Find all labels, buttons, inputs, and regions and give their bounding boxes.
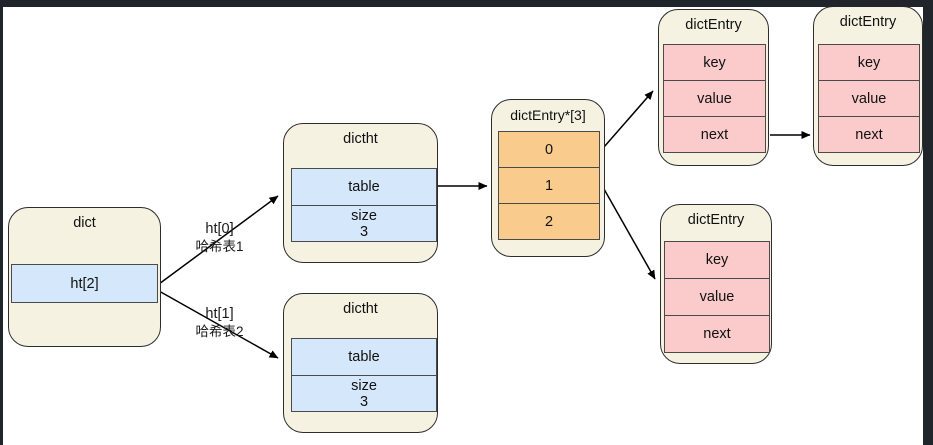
dictht-bottom-table-cell: table [291,338,437,376]
ht1-label-line1: ht[1] [205,306,234,322]
entry-key-cell: key [818,44,920,81]
dictht-top-title: dictht [343,131,378,147]
ht0-label-line1: ht[0] [205,221,234,237]
entry-value-cell: value [664,278,770,316]
bucket-slot-1: 1 [498,167,600,204]
dictht-top-size-cell: size 3 [291,205,437,242]
size-value: 3 [359,393,369,410]
ht0-label-line2: 哈希表1 [195,239,244,254]
arrow-slot0-to-entry [603,90,654,148]
dictht-bottom-title: dictht [343,301,378,317]
ht1-label-line2: 哈希表2 [195,324,244,339]
ht1-label: ht[1] 哈希表2 [172,306,267,340]
dictentry-bottom-node: dictEntry key value next [660,204,772,364]
entry-value-cell: value [663,80,766,117]
size-label: size [351,377,377,394]
dictentry-title: dictEntry [687,212,745,228]
dictht-bottom-size-cell: size 3 [291,375,437,412]
dictentry-title: dictEntry [839,14,897,30]
ht0-label: ht[0] 哈希表1 [172,221,267,255]
size-label: size [351,207,377,224]
dict-node: dict ht[2] [8,207,161,347]
frame-left-edge [0,0,3,445]
dictentry-chain-first-node: dictEntry key value next [658,9,769,166]
bucket-slot-0: 0 [498,131,600,168]
dict-title: dict [73,215,96,231]
frame-top-edge [0,0,933,7]
entry-next-cell: next [664,315,770,353]
arrow-slot1-to-entry [603,188,656,280]
bucket-slot-2: 2 [498,203,600,240]
entry-next-cell: next [663,116,766,153]
bucket-array-title: dictEntry*[3] [510,107,586,123]
entry-key-cell: key [663,44,766,81]
bucket-array-node: dictEntry*[3] 0 1 2 [491,99,605,257]
dictentry-chain-second-node: dictEntry key value next [813,6,923,166]
dictht-top-node: dictht table size 3 [283,123,438,263]
dictht-top-table-cell: table [291,168,437,206]
size-value: 3 [359,223,369,240]
dictentry-title: dictEntry [685,17,742,33]
frame-right-edge [923,0,933,445]
entry-key-cell: key [664,241,770,279]
entry-value-cell: value [818,80,920,117]
dictht-bottom-node: dictht table size 3 [283,293,438,433]
dict-ht2-cell: ht[2] [11,264,158,303]
entry-next-cell: next [818,116,920,153]
